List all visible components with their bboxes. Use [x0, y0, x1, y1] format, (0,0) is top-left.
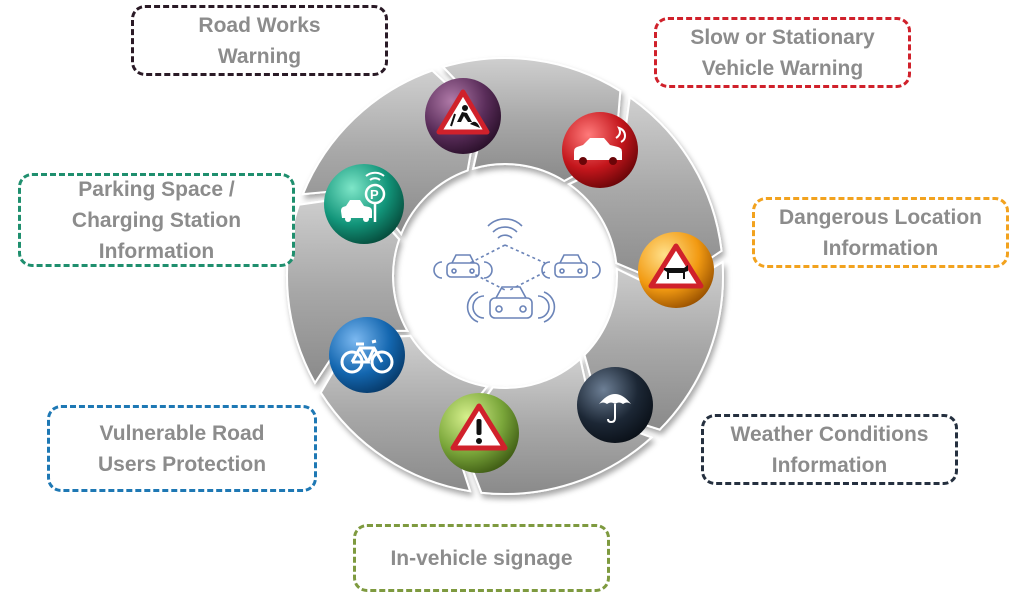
slow-vehicle-sphere [562, 112, 638, 188]
label-road-works: Road Works Warning [131, 5, 388, 76]
label-text: Parking Space / [78, 177, 235, 201]
label-text: Weather Conditions [730, 422, 929, 446]
label-text: Users Protection [97, 452, 267, 476]
umbrella-icon [599, 394, 631, 424]
dangerous-location-sphere [638, 232, 714, 308]
connected-cars-icon [433, 218, 601, 323]
bicycle-icon [340, 339, 394, 374]
weather-sphere [577, 367, 653, 443]
parking-sphere: P [324, 164, 404, 244]
label-text: Road Works [198, 13, 321, 37]
label-dangerous-location: Dangerous Location Information [752, 197, 1009, 268]
in-vehicle-sphere [439, 393, 519, 473]
warning-sign-icon [450, 403, 508, 451]
label-slow-vehicle: Slow or Stationary Vehicle Warning [654, 17, 911, 88]
label-text: In-vehicle signage [390, 546, 573, 570]
svg-text:P: P [370, 187, 379, 202]
road-works-sign-icon [436, 89, 490, 135]
label-text: Information [771, 453, 888, 477]
animal-crossing-sign-icon [648, 243, 704, 289]
vulnerable-road-sphere [329, 317, 405, 393]
label-text: Dangerous Location [778, 205, 983, 229]
road-works-sphere [425, 78, 501, 154]
label-text: Warning [217, 44, 302, 68]
label-text: Information [98, 239, 215, 263]
label-vulnerable: Vulnerable Road Users Protection [47, 405, 317, 492]
label-text: Vulnerable Road [99, 421, 265, 445]
label-weather: Weather Conditions Information [701, 414, 958, 485]
parking-car-icon: P [341, 171, 386, 222]
label-text: Slow or Stationary [690, 25, 875, 49]
label-text: Information [822, 236, 939, 260]
wheel-hub [410, 181, 600, 371]
broken-down-car-icon [574, 126, 627, 165]
label-text: Vehicle Warning [701, 56, 864, 80]
label-in-vehicle: In-vehicle signage [353, 524, 610, 592]
label-text: Charging Station [71, 208, 242, 232]
label-parking: Parking Space / Charging Station Informa… [18, 173, 295, 267]
wheel-segment [286, 194, 410, 385]
